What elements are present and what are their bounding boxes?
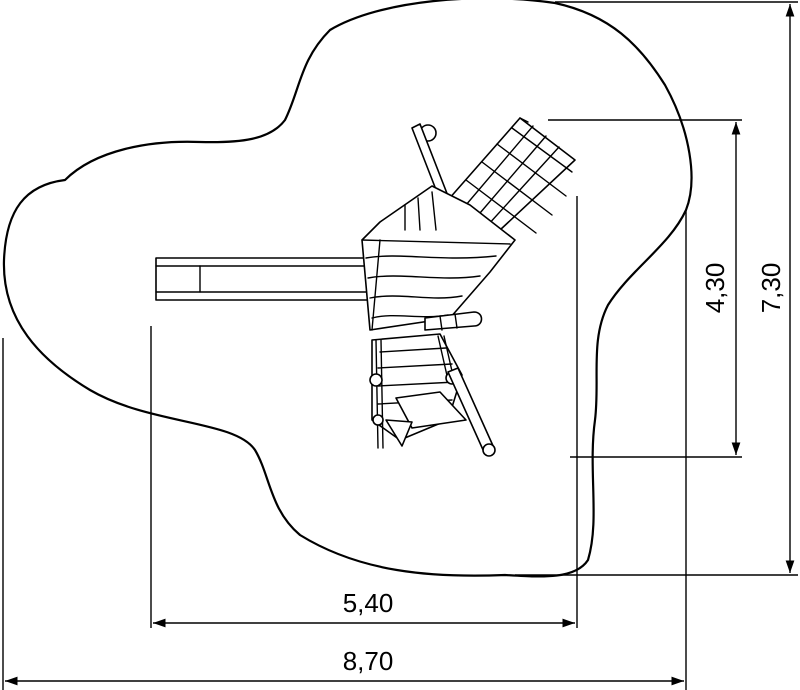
dimension-height-total: 7,30 bbox=[515, 1, 798, 576]
play-structure bbox=[155, 117, 576, 457]
slide bbox=[155, 257, 369, 301]
height-total-label: 7,30 bbox=[756, 263, 786, 314]
width-total-label: 8,70 bbox=[343, 646, 394, 676]
dimension-width-inner: 5,40 bbox=[150, 196, 578, 628]
tower-roof bbox=[361, 185, 516, 331]
safety-zone-outline bbox=[2, 0, 693, 578]
climbing-net bbox=[447, 117, 576, 234]
connector-rungs bbox=[424, 311, 483, 331]
dimension-height-inner: 4,30 bbox=[548, 119, 742, 458]
swing-log bbox=[447, 367, 496, 457]
dimension-width-total: 8,70 bbox=[2, 210, 687, 690]
width-inner-label: 5,40 bbox=[343, 588, 394, 618]
height-inner-label: 4,30 bbox=[700, 263, 730, 314]
lower-platform bbox=[371, 333, 467, 447]
